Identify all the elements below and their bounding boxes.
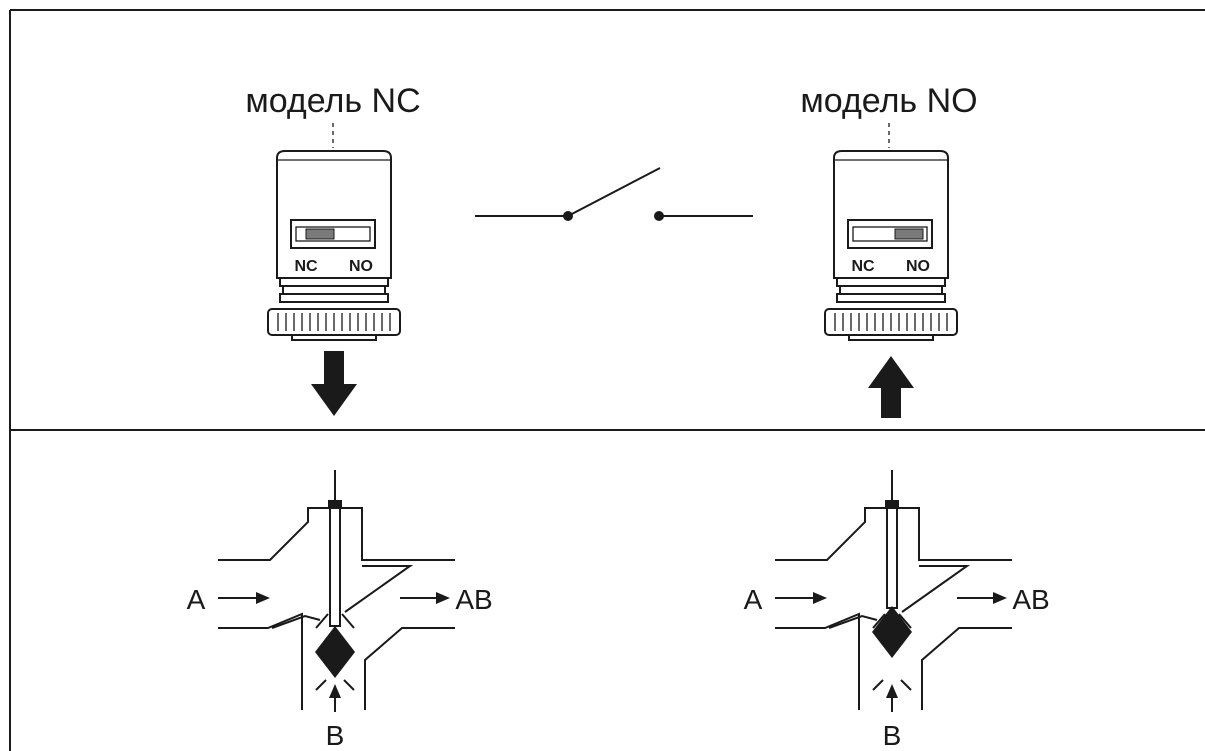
arrow-up-icon (886, 684, 898, 698)
port-a-label: A (744, 584, 763, 615)
switch-track (295, 226, 371, 242)
port-b-label: B (326, 720, 345, 751)
actuator-housing (276, 150, 392, 279)
switch-label-no: NO (349, 258, 373, 275)
actuator-collar (836, 277, 946, 303)
switch-window (290, 219, 376, 249)
actuator-no-title: модель NO (800, 82, 977, 120)
switch-label-nc: NC (294, 258, 318, 275)
arrow-right-icon (436, 592, 450, 604)
frame (9, 9, 1205, 751)
actuator-housing (833, 150, 949, 279)
arrow-right-icon (813, 592, 827, 604)
valve-stem (886, 507, 898, 609)
arrow-up (868, 356, 914, 418)
switch-window (847, 219, 933, 249)
switch-track (852, 226, 928, 242)
arrow-right-icon (256, 592, 270, 604)
arrow-up-icon (329, 684, 341, 698)
actuator-no: модель NO NC NO (800, 82, 978, 418)
valve-plug (872, 606, 912, 658)
switch-label-no: NO (906, 258, 930, 275)
valve-right: A AB B (744, 470, 1050, 751)
switch-slider (894, 228, 924, 240)
switch-symbol (475, 167, 753, 221)
valve-stem (329, 507, 341, 627)
actuator-nc-title: модель NC (245, 82, 420, 120)
valve-left: A AB B (187, 470, 493, 751)
arrow-right-icon (993, 592, 1007, 604)
port-ab-label: AB (1012, 584, 1049, 615)
arrow-down (311, 351, 357, 416)
actuator-collar (279, 277, 389, 303)
switch-label-nc: NC (851, 258, 875, 275)
actuator-nc: модель NC NC NO (245, 82, 421, 416)
valve-plug (315, 626, 355, 678)
port-b-label: B (883, 720, 902, 751)
port-ab-label: AB (455, 584, 492, 615)
switch-slider (305, 228, 335, 240)
port-a-label: A (187, 584, 206, 615)
